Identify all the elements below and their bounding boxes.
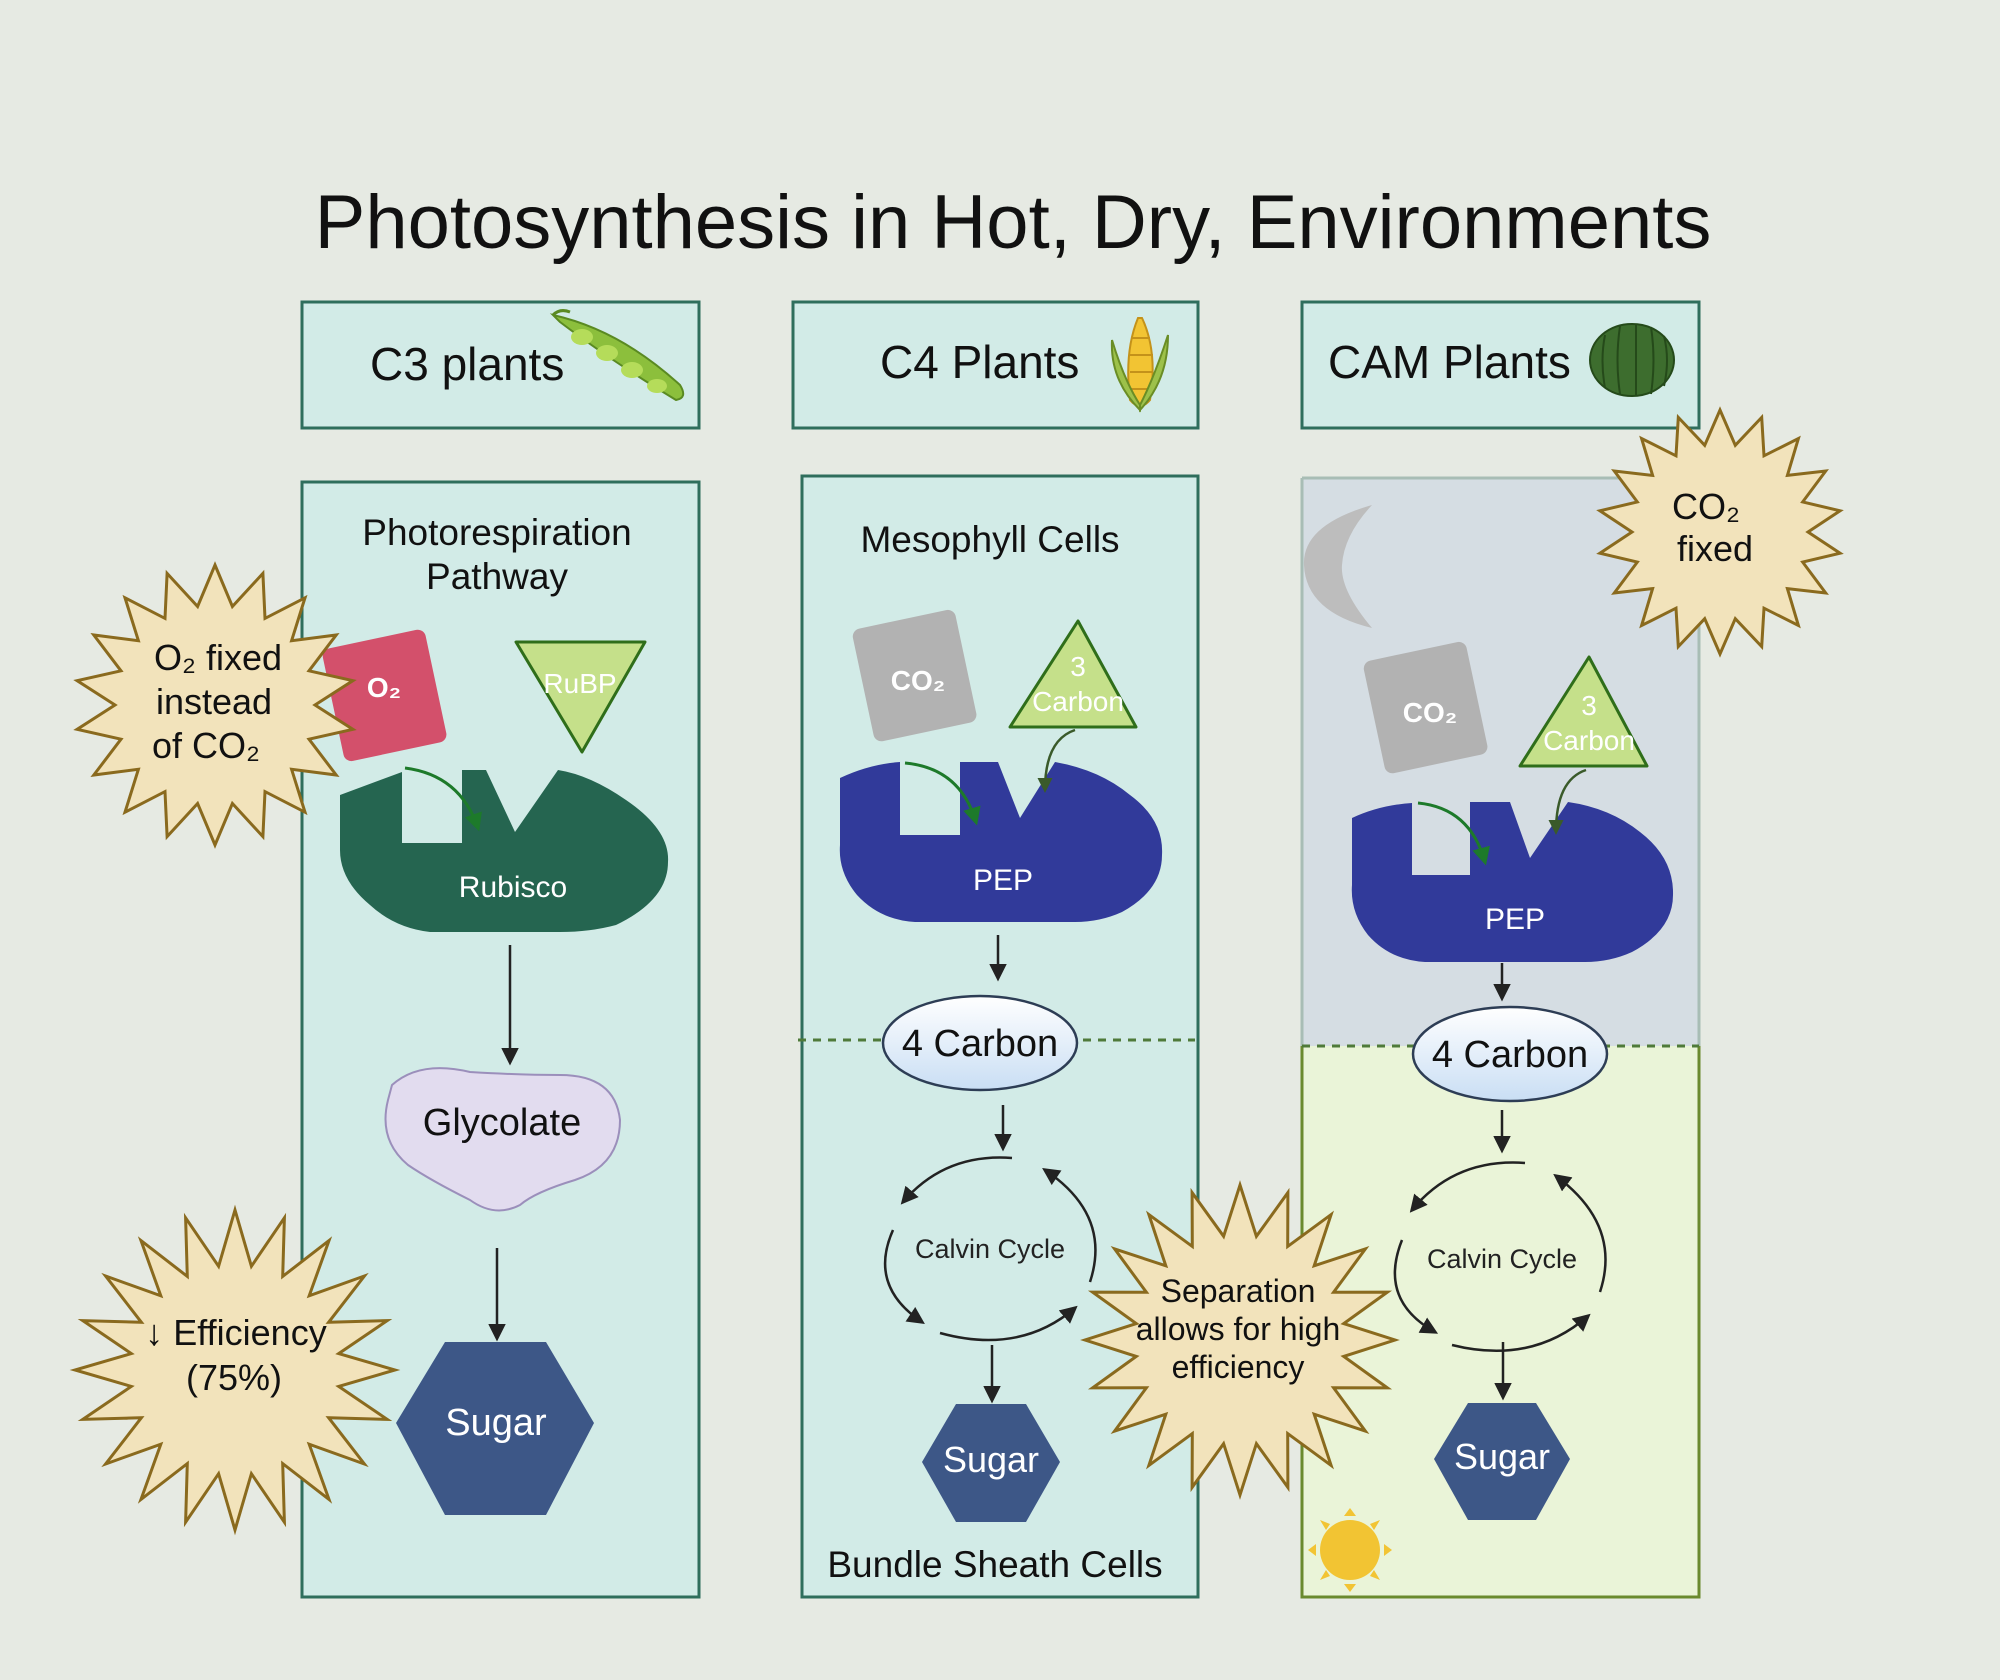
separation-burst-line3: efficiency — [1172, 1349, 1305, 1385]
rubp-label: RuBP — [543, 668, 616, 699]
glycolate-label: Glycolate — [423, 1102, 581, 1144]
sun-icon — [1308, 1508, 1392, 1592]
c4-bundle-sheath-label: Bundle Sheath Cells — [827, 1544, 1162, 1585]
o2-burst-line3: of CO₂ — [152, 725, 260, 766]
cam-header-box: CAM Plants — [1300, 300, 1701, 430]
rubisco-label: Rubisco — [459, 871, 567, 904]
separation-burst-line2: allows for high — [1136, 1311, 1341, 1347]
cam-three-carbon-binding-arrow — [1548, 768, 1587, 835]
cam-four-carbon-label: 4 Carbon — [1432, 1034, 1588, 1076]
cam-calvin-cycle-label: Calvin Cycle — [1427, 1244, 1577, 1274]
cactus-icon — [1589, 323, 1675, 397]
c4-three-carbon-molecule: 3 Carbon — [1008, 619, 1138, 729]
c4-four-carbon-molecule: 4 Carbon — [881, 994, 1079, 1092]
c4-three-carbon-line1: 3 — [1070, 651, 1086, 682]
c4-sugar-hexagon: Sugar — [922, 1404, 1060, 1522]
cam-sugar-hexagon: Sugar — [1434, 1403, 1570, 1520]
c3-header-label: C3 plants — [370, 338, 564, 390]
c4-sugar-label: Sugar — [943, 1439, 1039, 1480]
efficiency-burst: ↓ Efficiency (75%) — [69, 1204, 401, 1536]
cam-calvin-cycle: Calvin Cycle — [1393, 1161, 1607, 1353]
rubisco-enzyme: Rubisco — [340, 770, 669, 932]
c4-header-label: C4 Plants — [880, 336, 1079, 388]
cam-three-carbon-line1: 3 — [1581, 690, 1597, 721]
o2-fixed-burst: O₂ fixed instead of CO₂ — [73, 561, 357, 849]
cam-pep-enzyme: PEP — [1351, 802, 1674, 962]
c4-three-carbon-line2: Carbon — [1032, 686, 1124, 717]
glycolate-molecule: Glycolate — [384, 1067, 622, 1212]
corn-icon — [1110, 317, 1169, 413]
o2-burst-line1: O₂ fixed — [154, 637, 282, 678]
c4-co2-molecule: CO₂ — [852, 609, 977, 742]
efficiency-burst-line2: (75%) — [186, 1357, 282, 1398]
separation-burst-line1: Separation — [1161, 1273, 1316, 1309]
co2-burst-line1: CO₂ — [1672, 486, 1740, 527]
c4-mesophyll-label: Mesophyll Cells — [860, 519, 1119, 560]
c3-panel-title-line1: Photorespiration — [362, 512, 631, 553]
o2-label: O₂ — [367, 672, 401, 703]
cam-three-carbon-molecule: 3 Carbon — [1518, 655, 1649, 768]
moon-icon — [1303, 505, 1372, 628]
c4-pep-label: PEP — [973, 864, 1033, 897]
cam-sugar-label: Sugar — [1454, 1436, 1550, 1477]
efficiency-burst-line1: ↓ Efficiency — [145, 1312, 326, 1353]
cam-co2-label: CO₂ — [1403, 697, 1457, 728]
c3-header-box: C3 plants — [300, 300, 701, 430]
cam-co2-molecule: CO₂ — [1363, 641, 1488, 774]
o2-burst-line2: instead — [156, 681, 272, 722]
pea-pod-icon — [549, 309, 685, 402]
separation-burst: Separation allows for high efficiency — [1080, 1180, 1400, 1500]
cam-pep-label: PEP — [1485, 903, 1545, 936]
c3-sugar-hexagon: Sugar — [396, 1342, 594, 1515]
co2-burst-line2: fixed — [1677, 528, 1753, 569]
c4-co2-binding-arrow — [904, 761, 981, 826]
c4-co2-label: CO₂ — [891, 665, 945, 696]
c4-header-box: C4 Plants — [791, 300, 1200, 430]
cam-co2-binding-arrow — [1417, 801, 1490, 866]
cam-header-label: CAM Plants — [1328, 336, 1571, 388]
diagram-title: Photosynthesis in Hot, Dry, Environments — [315, 180, 1712, 265]
c3-sugar-label: Sugar — [445, 1402, 547, 1444]
cam-three-carbon-line2: Carbon — [1543, 725, 1635, 756]
c4-four-carbon-label: 4 Carbon — [902, 1023, 1058, 1065]
o2-binding-arrow — [404, 766, 482, 832]
c3-panel-title-line2: Pathway — [426, 556, 568, 597]
c4-three-carbon-binding-arrow — [1037, 728, 1076, 793]
c4-calvin-cycle-label: Calvin Cycle — [915, 1234, 1065, 1264]
rubp-molecule: RuBP — [514, 640, 647, 754]
c4-calvin-cycle: Calvin Cycle — [883, 1156, 1097, 1342]
co2-fixed-burst: CO₂ fixed — [1596, 406, 1844, 658]
cam-four-carbon-molecule: 4 Carbon — [1411, 1005, 1609, 1103]
c4-pep-enzyme: PEP — [839, 762, 1163, 922]
